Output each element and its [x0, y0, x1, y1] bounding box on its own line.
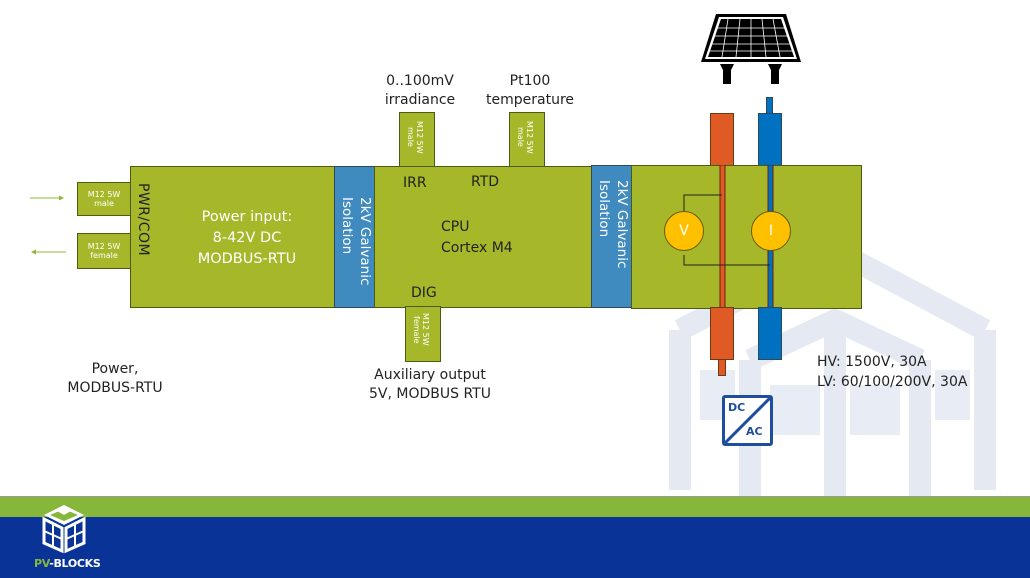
pt100-caption: Pt100 temperature [475, 72, 585, 110]
caption-line-1: Auxiliary output [374, 367, 486, 383]
isolation-left-text: 2kV Galvanic Isolation [338, 197, 374, 285]
voltage-meter-icon: V [664, 211, 704, 251]
positive-cable-bottom [710, 307, 734, 360]
input-arrow-icon [30, 195, 64, 201]
negative-cable-bottom [758, 307, 782, 360]
solar-panel-icon [701, 14, 801, 84]
rtd-label: RTD [471, 174, 500, 190]
connector-pt100: M12 5W male [509, 112, 545, 168]
ac-label: AC [746, 425, 763, 438]
cpu-line-1: CPU [441, 219, 470, 235]
power-input-text: Power input: 8-42V DC MODBUS-RTU [167, 207, 327, 270]
output-arrow-icon [31, 249, 66, 255]
caption-line-2: temperature [486, 92, 574, 108]
positive-cable-bottom-tip [718, 359, 726, 376]
cpu-line-2: Cortex M4 [441, 240, 513, 256]
pv-blocks-logo-icon [42, 505, 86, 554]
hv-rating: HV: 1500V, 30A [817, 354, 927, 370]
dc-label: DC [728, 401, 746, 414]
footer-blue-band [0, 517, 1030, 578]
isolation-right-text: 2kV Galvanic Isolation [595, 180, 631, 268]
logo-text-pv: PV [34, 557, 50, 570]
aux-output-caption: Auxiliary output 5V, MODBUS RTU [350, 366, 510, 404]
isolation-line-2: Isolation [596, 180, 612, 238]
caption-line-2: 5V, MODBUS RTU [369, 386, 491, 402]
isolation-line-1: 2kV Galvanic [357, 197, 373, 286]
pwr-com-port-label: PWR/COM [135, 183, 151, 257]
connector-label: M12 5W male [87, 190, 121, 208]
caption-line-2: irradiance [384, 92, 456, 108]
connector-aux-output: M12 5W female [405, 306, 441, 362]
irradiance-caption: 0..100mV irradiance [365, 72, 475, 110]
isolation-line-1: 2kV Galvanic [614, 180, 630, 269]
cpu-text: CPU Cortex M4 [441, 217, 513, 259]
logo-text-rest: -BLOCKS [49, 557, 101, 570]
connector-label: M12 5W female [87, 242, 121, 260]
power-line-3: MODBUS-RTU [197, 251, 297, 267]
footer-green-band [0, 496, 1030, 517]
ratings-text: HV: 1500V, 30A LV: 60/100/200V, 30A [817, 352, 967, 392]
dig-label: DIG [411, 285, 437, 301]
galvanic-isolation-right: 2kV Galvanic Isolation [591, 165, 633, 308]
caption-line-1: Pt100 [509, 73, 551, 89]
dc-ac-inverter-icon: DC AC [722, 395, 773, 446]
cpu-block: IRR RTD CPU Cortex M4 DIG [374, 166, 594, 308]
negative-cable-top [758, 113, 782, 166]
connector-label: M12 5W female [412, 313, 430, 346]
power-block: PWR/COM Power input: 8-42V DC MODBUS-RTU [130, 166, 336, 308]
connector-m12-male-in: M12 5W male [77, 182, 131, 216]
negative-cable-top-tip [766, 97, 773, 114]
irr-label: IRR [403, 175, 427, 191]
io-arrows [30, 195, 66, 255]
caption-line-1: 0..100mV [386, 73, 454, 89]
connector-label: M12 5W male [406, 121, 424, 154]
current-meter-icon: I [751, 211, 791, 251]
lv-rating: LV: 60/100/200V, 30A [817, 374, 968, 390]
connector-m12-female-out: M12 5W female [77, 233, 131, 269]
connector-label: M12 5W male [516, 121, 534, 154]
pv-blocks-logo-text: PV-BLOCKS [34, 557, 101, 570]
power-line-2: 8-42V DC [212, 230, 282, 246]
positive-cable-top [710, 113, 734, 166]
power-line-1: Power input: [201, 209, 293, 225]
connector-irradiance: M12 5W male [399, 112, 435, 168]
isolation-line-2: Isolation [339, 197, 355, 255]
galvanic-isolation-left: 2kV Galvanic Isolation [334, 166, 376, 308]
power-modbus-caption: Power, MODBUS-RTU [67, 361, 163, 396]
